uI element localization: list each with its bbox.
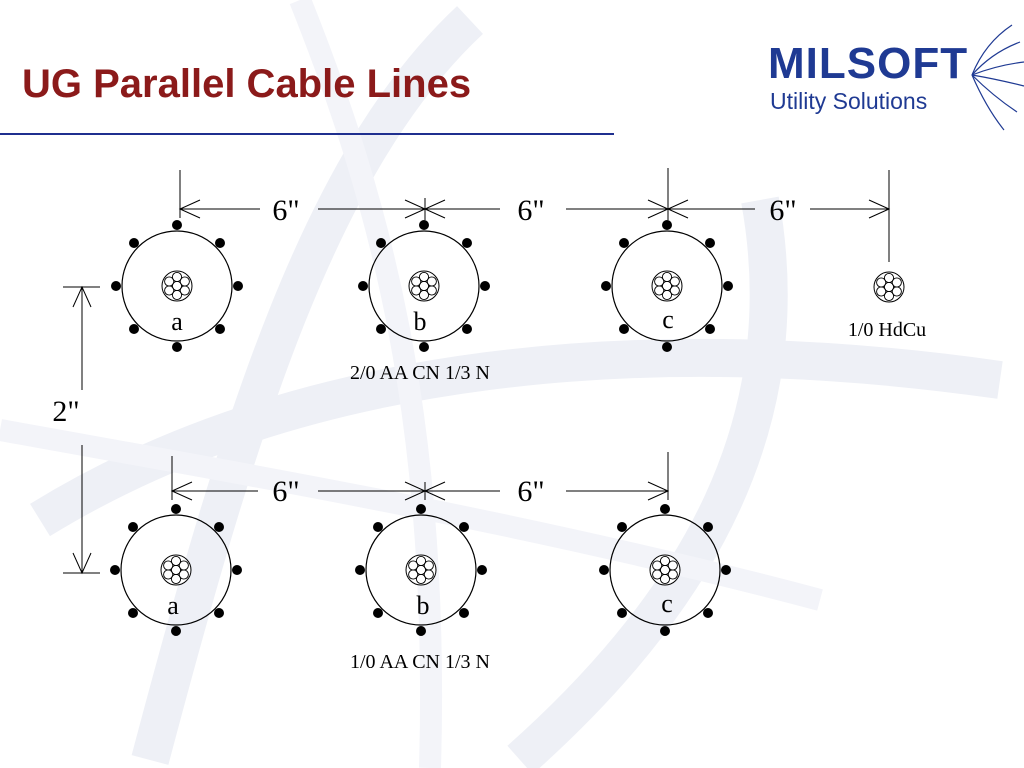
bottom-spacing-bc: 6": [517, 475, 544, 508]
top-phase-a: a: [171, 307, 183, 336]
top-spacing-ab: 6": [272, 194, 299, 227]
neutral-label: 1/0 HdCu: [848, 319, 926, 341]
top-phase-b: b: [414, 307, 427, 336]
top-spacing-bc: 6": [517, 194, 544, 227]
vertical-spacing-label: 2": [52, 395, 79, 428]
logo-wordmark: MILSOFT: [768, 39, 969, 88]
title-underline: [0, 133, 614, 135]
milsoft-logo: MILSOFT Utility Solutions: [766, 20, 1024, 140]
top-phase-c: c: [662, 305, 674, 334]
bottom-phase-b: b: [417, 591, 430, 620]
neutral-conductor: [873, 271, 905, 303]
slide-title: UG Parallel Cable Lines: [22, 62, 472, 106]
top-spacing-cn: 6": [769, 194, 796, 227]
bottom-cable-label: 1/0 AA CN 1/3 N: [350, 651, 490, 673]
top-cable-label: 2/0 AA CN 1/3 N: [350, 362, 490, 384]
logo-tagline: Utility Solutions: [770, 88, 928, 114]
bottom-phase-c: c: [661, 589, 673, 618]
logo-rays-icon: [971, 24, 1024, 131]
bottom-spacing-ab: 6": [272, 475, 299, 508]
bottom-phase-a: a: [167, 591, 179, 620]
